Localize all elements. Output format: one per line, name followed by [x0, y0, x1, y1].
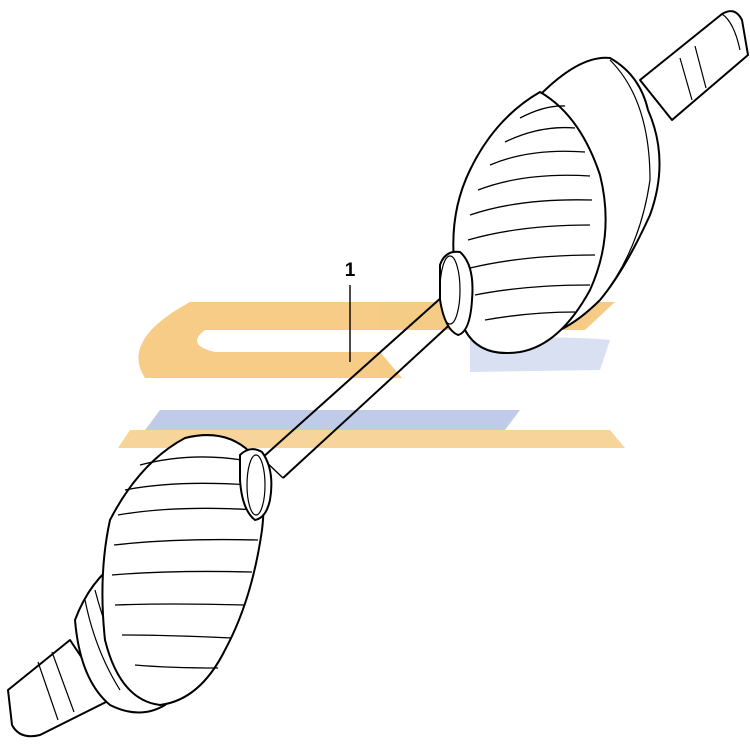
- part-callout-number: 1: [344, 260, 356, 281]
- watermark-blue-band: [145, 410, 520, 430]
- right-stub-shaft: [639, 10, 749, 121]
- right-cv-joint: [439, 10, 749, 354]
- right-boot: [452, 91, 607, 354]
- watermark-orange-lower-band: [118, 430, 625, 448]
- right-boot-collar: [439, 250, 474, 336]
- left-cv-joint: [7, 434, 273, 738]
